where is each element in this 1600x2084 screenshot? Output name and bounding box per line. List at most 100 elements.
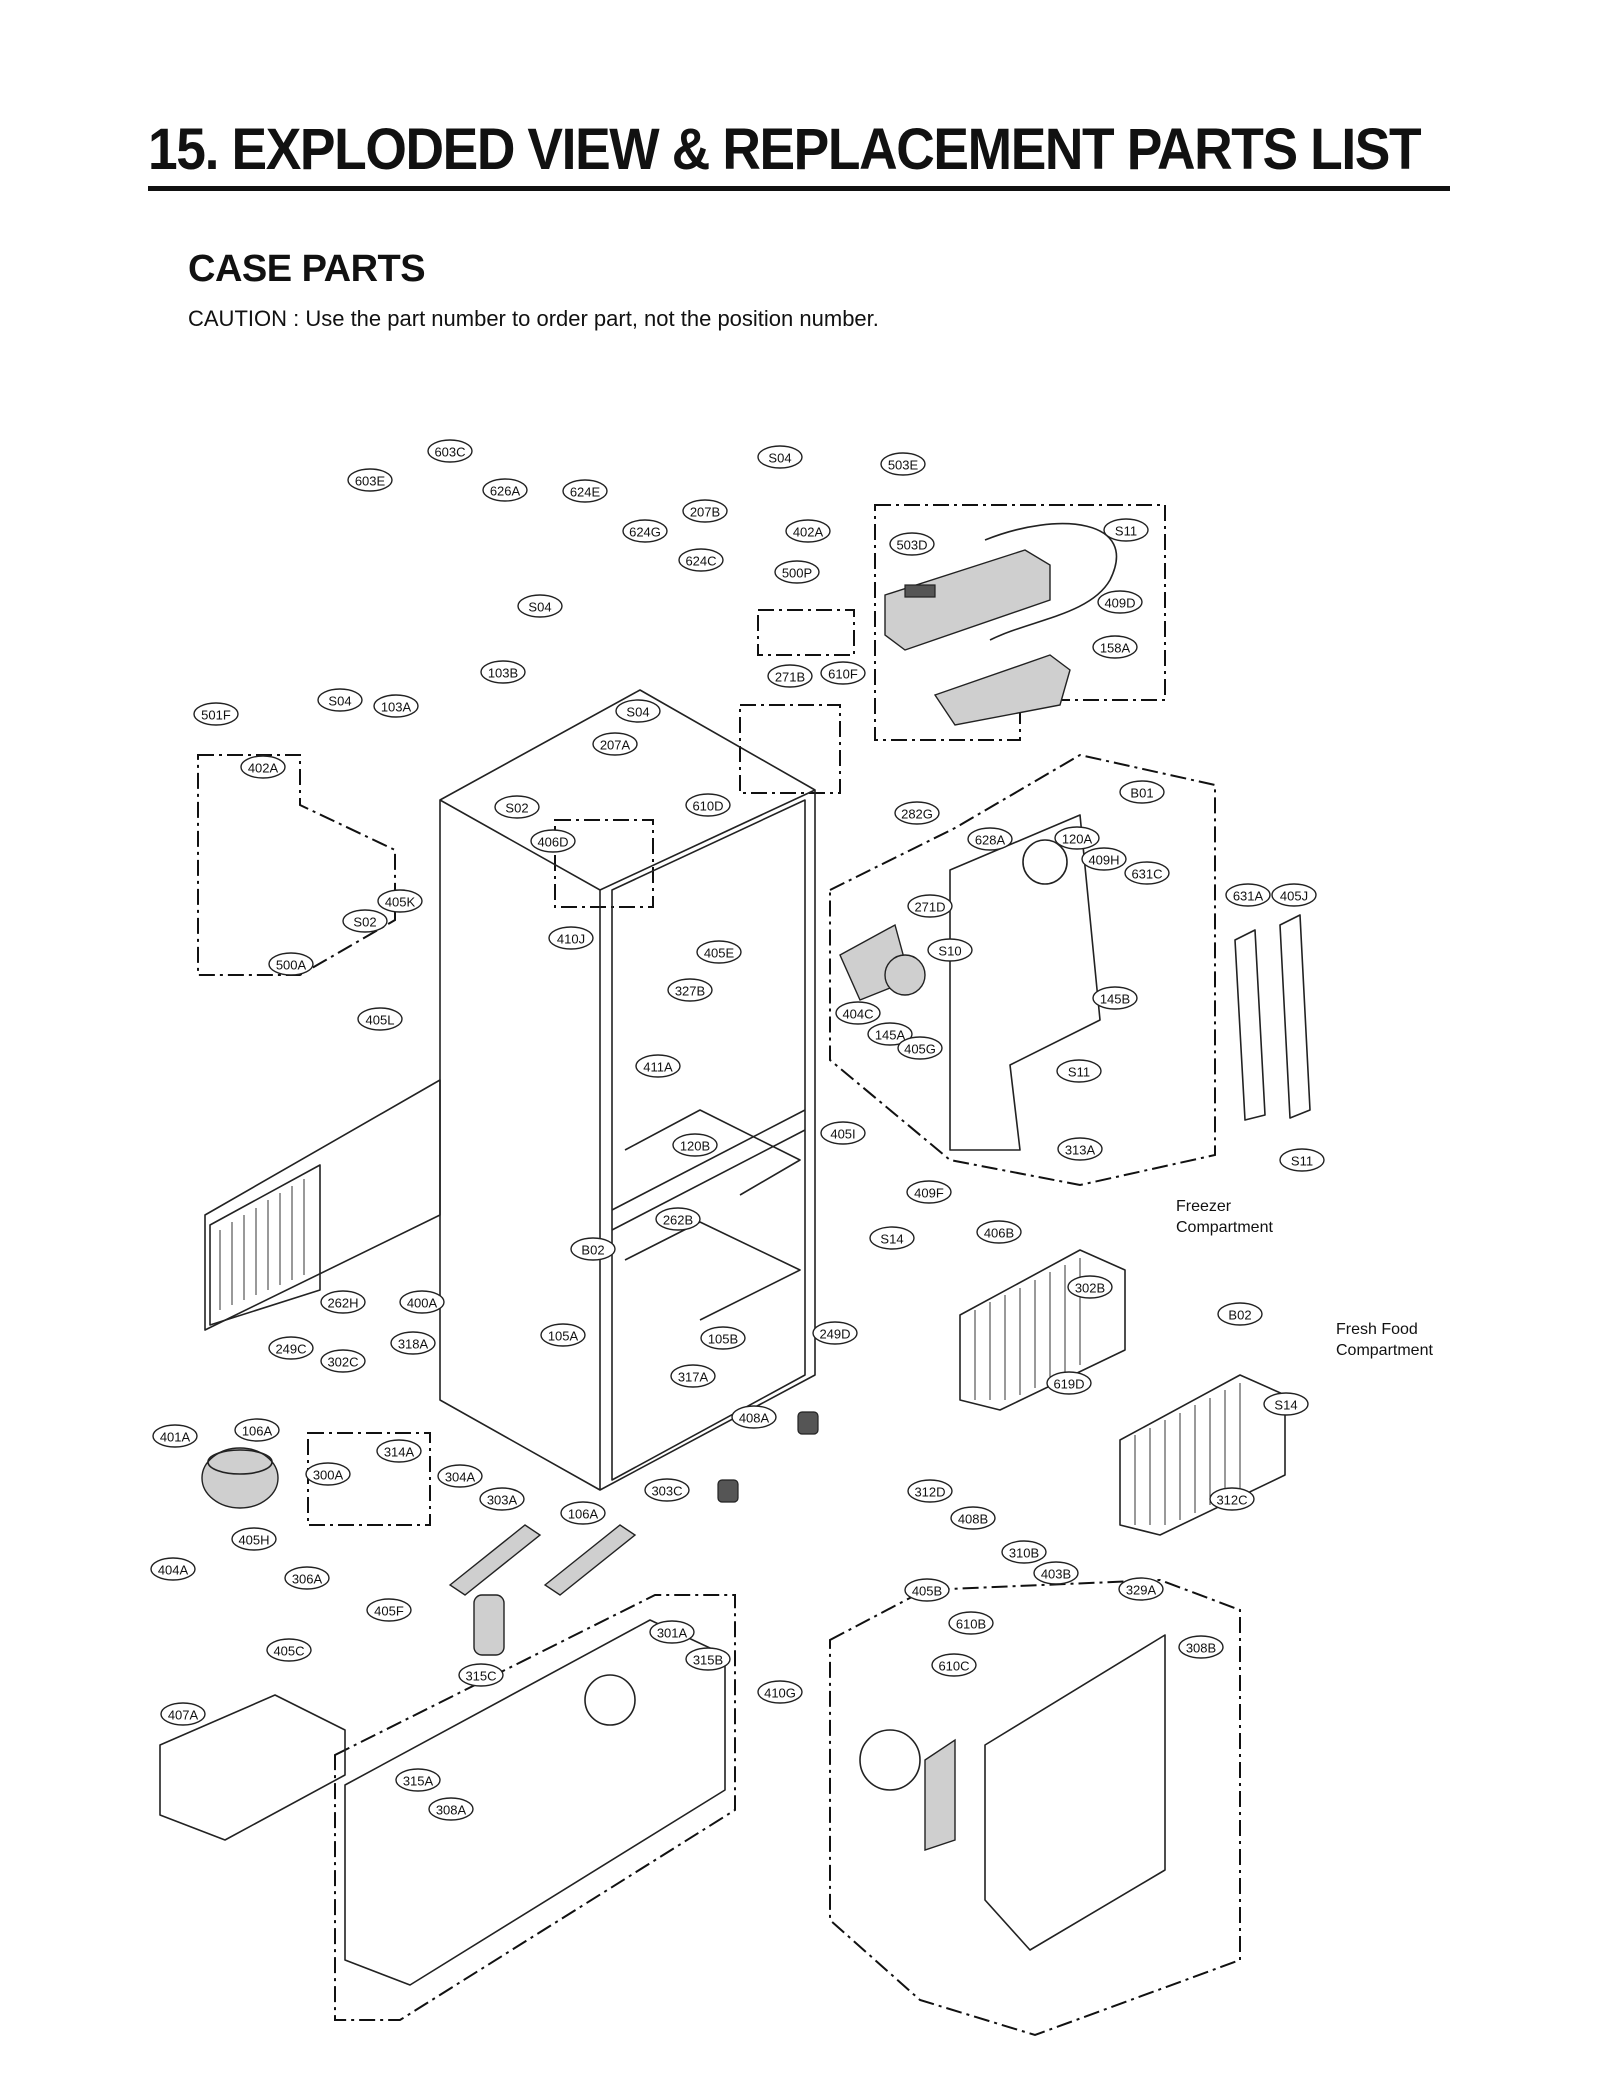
callout-314a: 314A [376, 1439, 422, 1463]
callout-text: 262H [327, 1296, 358, 1311]
callout-text: 631C [1131, 867, 1162, 882]
callout-300a: 300A [305, 1462, 351, 1486]
callout-text: 410G [764, 1686, 796, 1701]
callout-text: 313A [1065, 1143, 1096, 1158]
callout-624g: 624G [622, 519, 668, 543]
callout-409f: 409F [906, 1180, 952, 1204]
callout-610f: 610F [820, 661, 866, 685]
callout-text: 105B [708, 1332, 738, 1347]
callout-text: 106A [568, 1507, 599, 1522]
callout-text: 318A [398, 1337, 429, 1352]
callout-408a: 408A [731, 1405, 777, 1429]
callout-303c: 303C [644, 1478, 690, 1502]
callout-302b: 302B [1067, 1275, 1113, 1299]
part-106a-legs [717, 1411, 819, 1503]
callout-308a: 308A [428, 1797, 474, 1821]
callout-text: 404C [842, 1007, 873, 1022]
callout-text: S04 [328, 694, 351, 709]
callout-text: 503E [888, 458, 919, 473]
callout-text: 401A [160, 1430, 191, 1445]
callout-405c: 405C [266, 1638, 312, 1662]
callout-271b: 271B [767, 664, 813, 688]
freezer-compartment-label: Freezer [1176, 1198, 1232, 1215]
callout-text: 409D [1104, 596, 1135, 611]
callout-text: 406B [984, 1226, 1014, 1241]
callout-410j: 410J [548, 926, 594, 950]
callout-406d: 406D [530, 829, 576, 853]
callout-312d: 312D [907, 1479, 953, 1503]
callout-329a: 329A [1118, 1577, 1164, 1601]
refrigerator-cabinet [439, 689, 816, 1491]
callout-text: 500A [276, 958, 307, 973]
callout-624c: 624C [678, 548, 724, 572]
callout-text: 262B [663, 1213, 693, 1228]
callout-text: 249C [275, 1342, 306, 1357]
callout-b01: B01 [1119, 780, 1165, 804]
callout-text: 400A [407, 1296, 438, 1311]
callout-text: 405L [366, 1013, 395, 1028]
callout-text: 308B [1186, 1641, 1216, 1656]
callout-text: 405K [385, 895, 416, 910]
group-box-271b [739, 704, 841, 794]
callout-s11: S11 [1103, 518, 1149, 542]
callout-400a: 400A [399, 1290, 445, 1314]
callout-text: 302C [327, 1355, 358, 1370]
callout-631a: 631A [1225, 883, 1271, 907]
callout-text: 610C [938, 1659, 969, 1674]
callout-text: 402A [248, 761, 279, 776]
callout-500a: 500A [268, 952, 314, 976]
callout-text: S02 [353, 915, 376, 930]
callout-text: 405C [273, 1644, 304, 1659]
callout-text: S11 [1291, 1154, 1313, 1169]
callout-text: 120B [680, 1139, 710, 1154]
callout-411a: 411A [635, 1054, 681, 1078]
callout-text: 207A [600, 738, 631, 753]
callout-603e: 603E [347, 468, 393, 492]
callout-631c: 631C [1124, 861, 1170, 885]
callout-327b: 327B [667, 978, 713, 1002]
callout-text: 603E [355, 474, 386, 489]
part-120a-cover [839, 814, 1101, 1151]
part-313a-back-panel [204, 1079, 441, 1331]
callout-text: 405E [704, 946, 735, 961]
callout-text: 407A [168, 1708, 199, 1723]
callout-text: 207B [690, 505, 720, 520]
callout-text: 403B [1041, 1567, 1071, 1582]
callout-271d: 271D [907, 894, 953, 918]
callout-text: B01 [1130, 786, 1153, 801]
callout-610b: 610B [948, 1611, 994, 1635]
fresh-food-compartment-label-line2: Compartment [1336, 1342, 1433, 1359]
callout-603c: 603C [427, 439, 473, 463]
callout-407a: 407A [160, 1702, 206, 1726]
part-315a-base [344, 1619, 726, 1986]
callout-text: 628A [975, 833, 1006, 848]
callout-text: 304A [445, 1470, 476, 1485]
group-box-315a [334, 1594, 736, 2021]
callout-105a: 105A [540, 1323, 586, 1347]
callout-s04: S04 [317, 688, 363, 712]
page-header: 15. EXPLODED VIEW & REPLACEMENT PARTS LI… [148, 118, 1448, 182]
callout-405i: 405I [820, 1121, 866, 1145]
callout-text: 158A [1100, 641, 1131, 656]
callout-120b: 120B [672, 1133, 718, 1157]
callout-409h: 409H [1081, 847, 1127, 871]
callout-402a: 402A [240, 755, 286, 779]
callout-403b: 403B [1033, 1561, 1079, 1585]
group-box-120a [829, 753, 1216, 1187]
callout-text: S04 [768, 451, 791, 466]
callout-text: 610D [692, 799, 723, 814]
callout-text: 503D [896, 538, 927, 553]
callout-text: 410J [557, 932, 585, 947]
fresh-food-compartment-label: Fresh Food [1336, 1321, 1418, 1338]
callout-405b: 405B [904, 1578, 950, 1602]
callout-610d: 610D [685, 793, 731, 817]
callout-text: 103A [381, 700, 412, 715]
callout-text: 317A [678, 1370, 709, 1385]
callout-text: 312D [914, 1485, 945, 1500]
callout-106a: 106A [560, 1501, 606, 1525]
callout-text: 249D [819, 1327, 850, 1342]
callout-text: 409F [914, 1186, 944, 1201]
callout-s04: S04 [757, 445, 803, 469]
